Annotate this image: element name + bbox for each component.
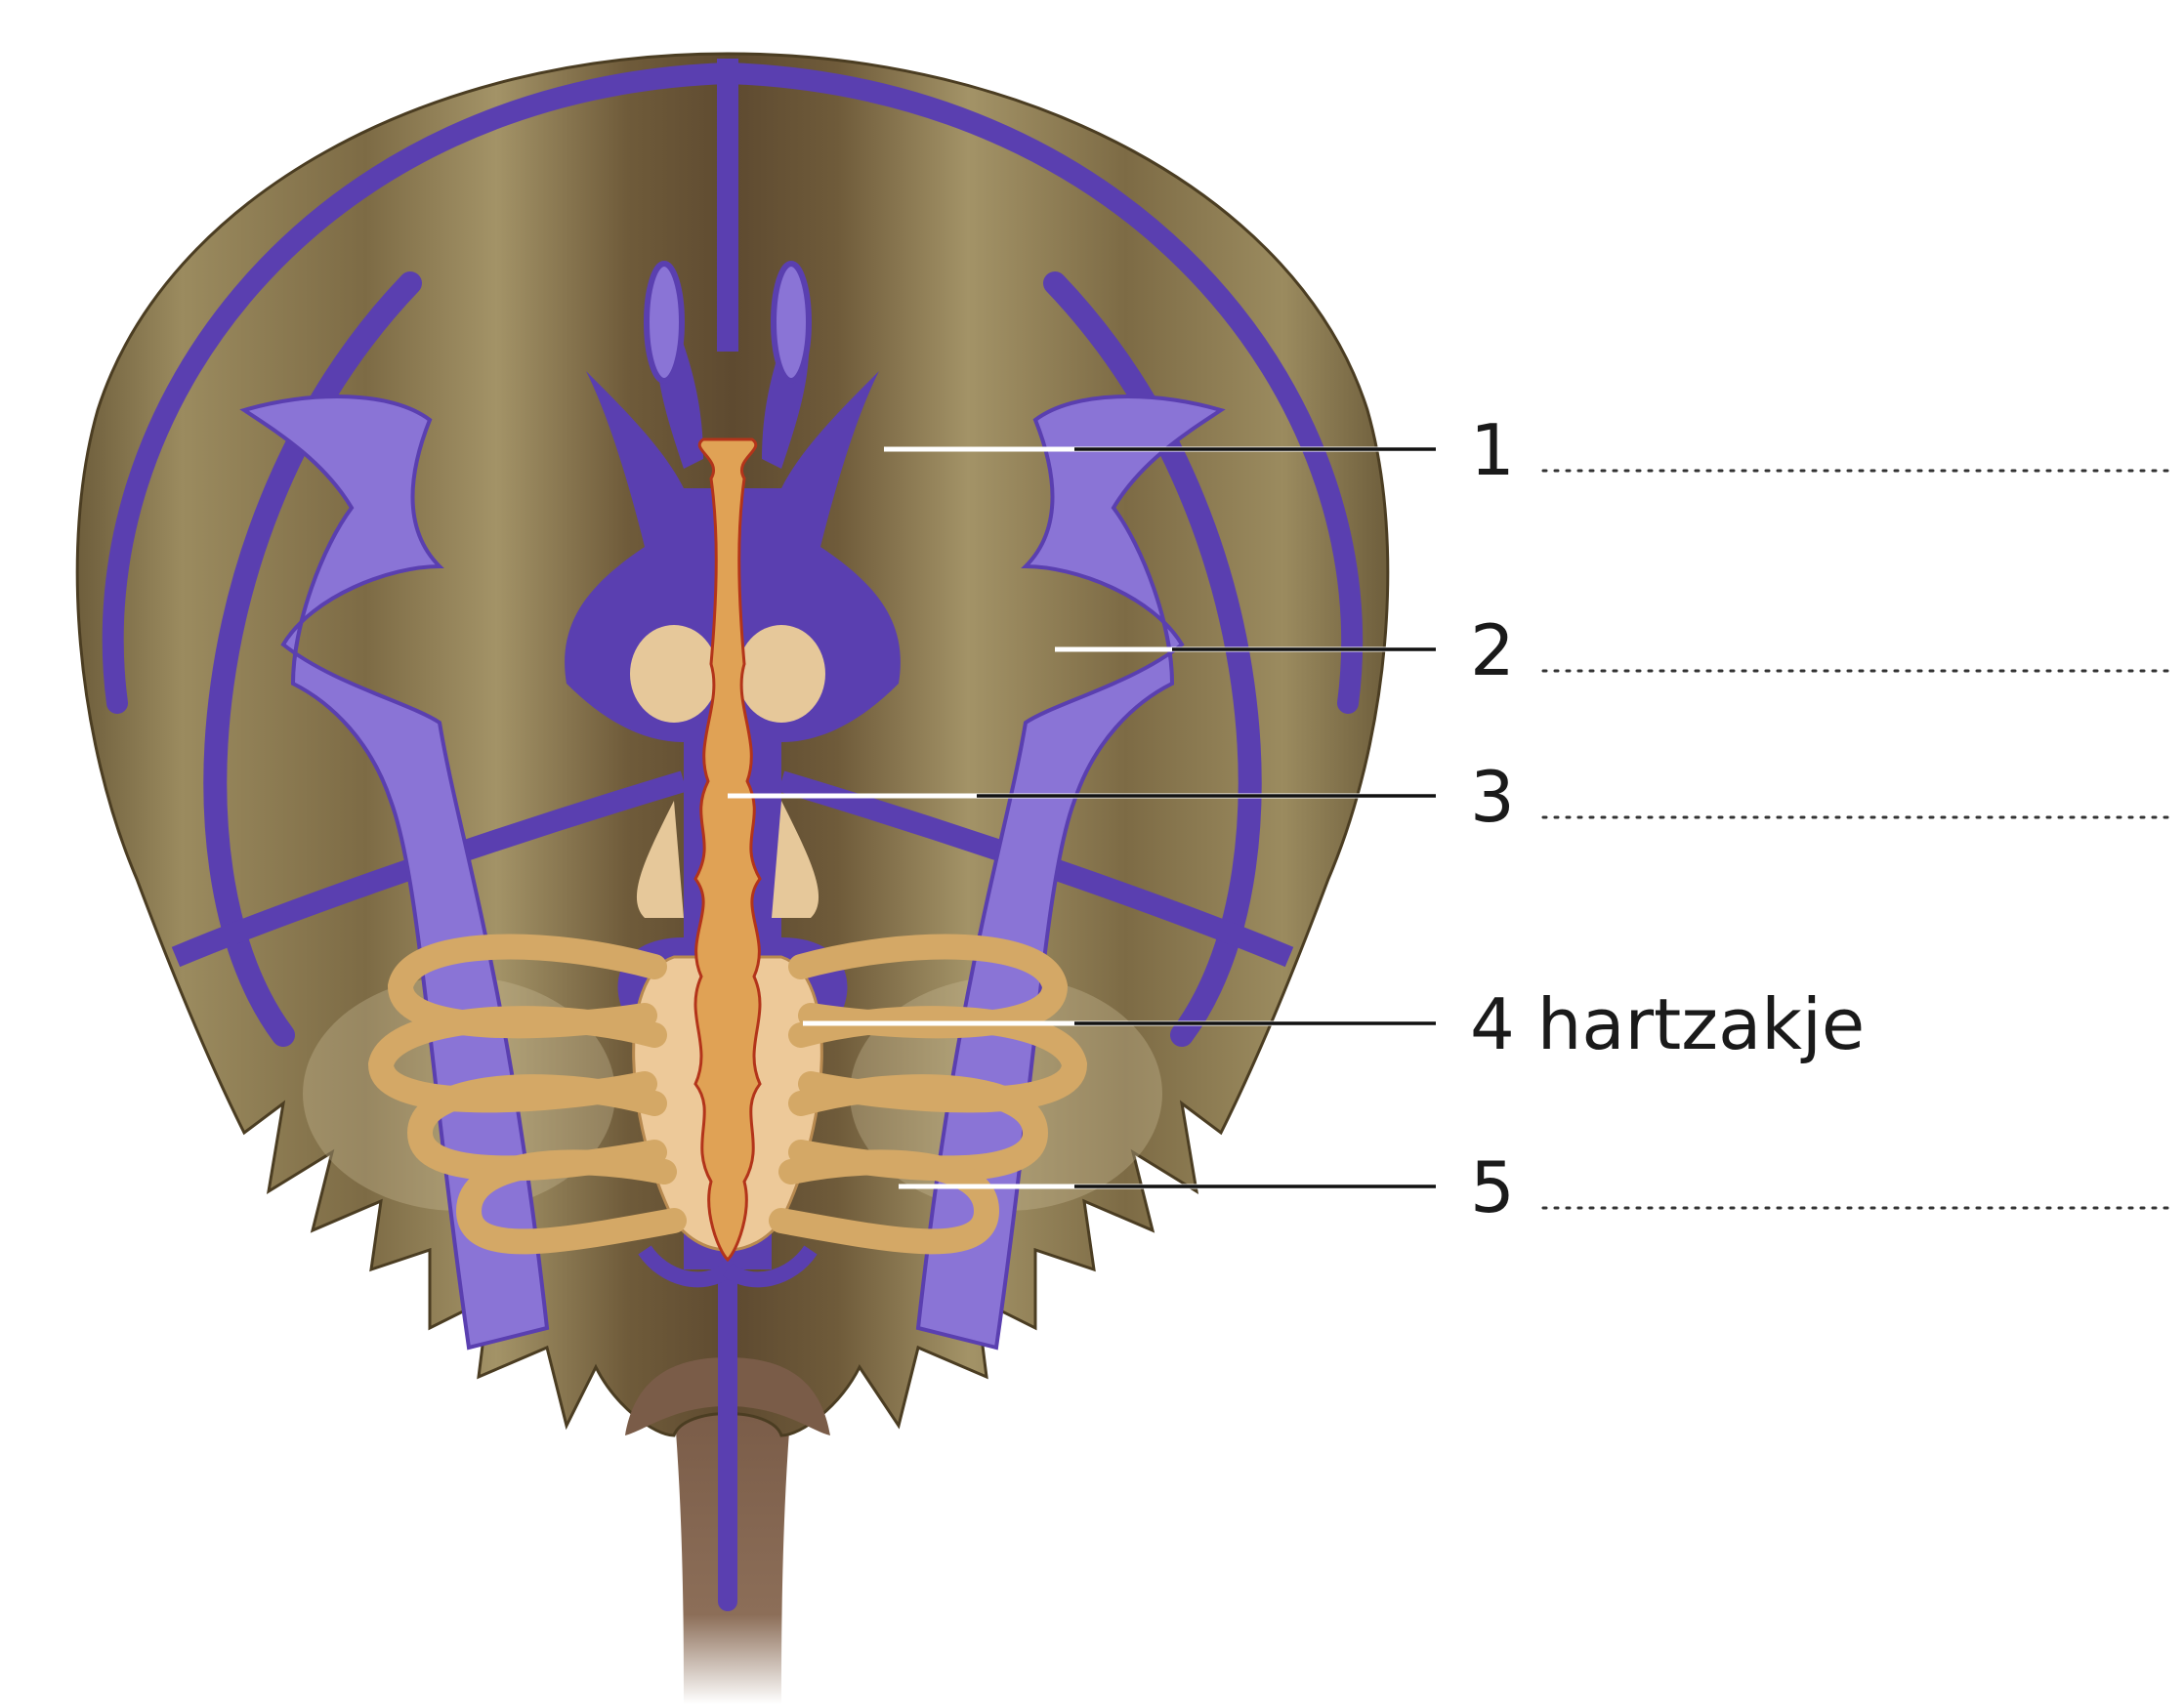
label-5: 5 — [1470, 1146, 1515, 1228]
label-4-hartzakje: 4 hartzakje — [1470, 983, 1865, 1065]
label-1: 1 — [1470, 409, 1515, 491]
label-3: 3 — [1470, 756, 1515, 838]
label-2: 2 — [1470, 609, 1515, 691]
